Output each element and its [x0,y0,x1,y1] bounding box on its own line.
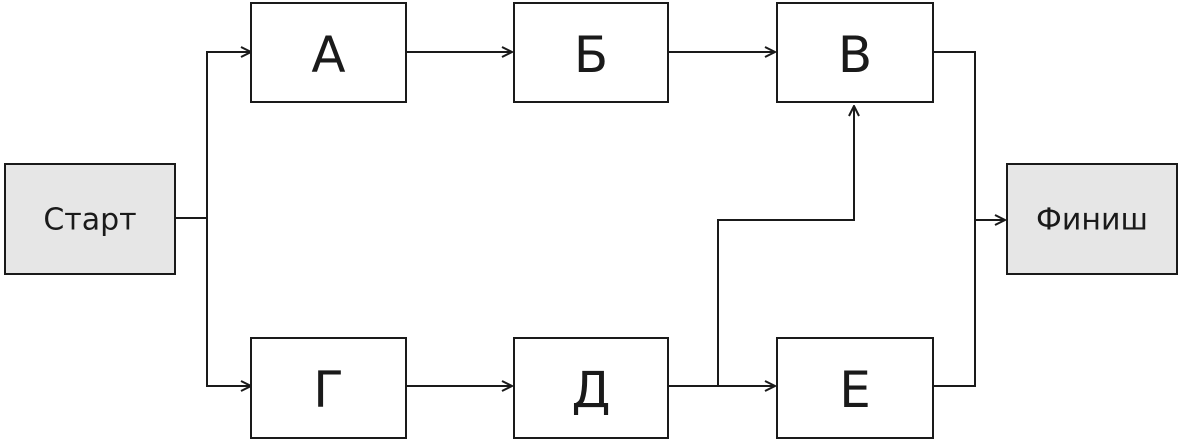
node-finish-label: Финиш [1036,203,1148,238]
node-b: Б [513,2,669,103]
node-g: Г [250,337,407,439]
node-start-label: Старт [43,203,136,238]
node-d: Д [513,337,669,439]
node-a: А [250,2,407,103]
edge-start-g [206,218,251,386]
node-start-box [4,163,176,275]
edge-d-v [717,106,854,386]
node-g-label: Г [313,361,344,419]
node-d-box [513,337,669,439]
node-e: Е [776,337,934,439]
edge-v-finish [933,51,1005,220]
node-b-label: Б [574,26,608,84]
node-v-box [776,2,934,103]
edges [175,52,1005,386]
edge-start-a [175,52,251,219]
node-d-label: Д [571,361,610,419]
node-g-box [250,337,407,439]
node-finish-box [1006,163,1178,275]
node-b-box [513,2,669,103]
node-v: В [776,2,934,103]
node-start: Старт [4,163,176,275]
node-finish: Финиш [1006,163,1178,275]
edge-e-finish [933,220,976,387]
node-v-label: В [838,26,872,84]
node-e-label: Е [839,361,871,419]
node-e-box [776,337,934,439]
node-a-box [250,2,407,103]
node-a-label: А [311,26,345,84]
